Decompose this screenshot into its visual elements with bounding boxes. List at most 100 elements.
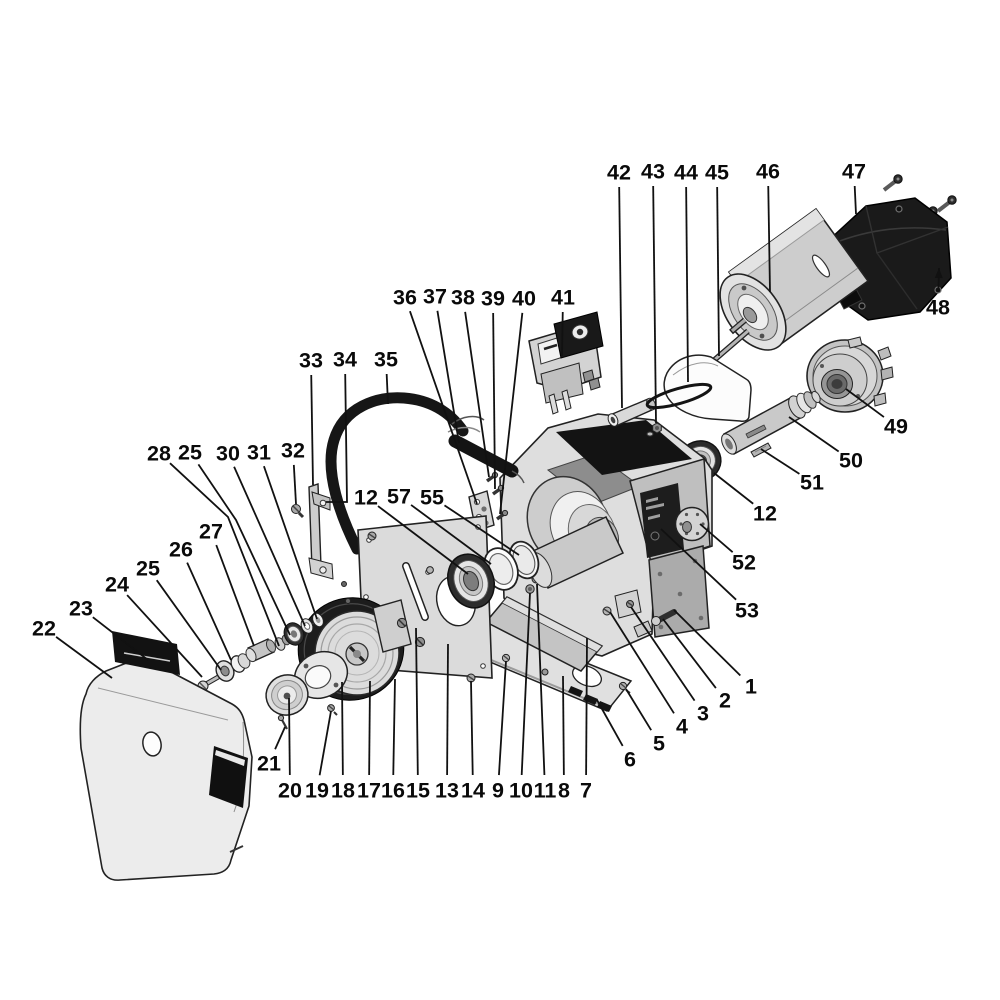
callout-number-33-13: 33: [299, 349, 323, 373]
leader-line-14: [470, 680, 474, 776]
leader-line-25: [197, 463, 291, 636]
callout-number-16-47: 16: [381, 779, 405, 803]
nut-43: [646, 422, 662, 437]
screw-icon: [541, 668, 549, 676]
callout-number-25-17: 25: [178, 441, 202, 465]
leader-line-30: [233, 466, 306, 627]
callout-number-50-31: 50: [839, 449, 863, 473]
callout-number-41-12: 41: [551, 286, 575, 310]
leader-line-18: [341, 681, 344, 776]
callout-number-47-5: 47: [842, 160, 866, 184]
callout-number-49-30: 49: [884, 415, 908, 439]
leader-line-31: [263, 465, 318, 620]
callout-number-7-55: 7: [580, 779, 592, 803]
callout-number-25-26: 25: [136, 557, 160, 581]
leader-line-12: [377, 505, 469, 575]
callout-number-32-20: 32: [281, 439, 305, 463]
leader-line-35: [385, 373, 389, 405]
callout-number-57-22: 57: [387, 485, 411, 509]
callout-number-48-6: 48: [926, 296, 950, 320]
rubber-foot: [597, 701, 612, 712]
leader-line-51: [760, 448, 800, 475]
arrowhead-icon: [934, 268, 943, 279]
callout-number-26-25: 26: [169, 538, 193, 562]
leader-line-55: [443, 504, 520, 556]
screw-14: [466, 673, 476, 683]
leader-line-47: [853, 185, 857, 215]
leader-line-22: [55, 636, 113, 679]
leader-line-36: [409, 310, 478, 505]
callout-number-39-10: 39: [481, 287, 505, 311]
callout-number-31-19: 31: [247, 441, 271, 465]
leader-line-21: [274, 726, 286, 750]
drive-belt: [645, 382, 713, 410]
cover-hole: [142, 731, 162, 757]
callout-number-24-27: 24: [105, 573, 129, 597]
leader-line-26: [186, 562, 232, 661]
callout-number-46-4: 46: [756, 160, 780, 184]
clutch-49: [806, 336, 894, 413]
callout-number-28-16: 28: [147, 442, 171, 466]
screw-icon: [936, 195, 957, 213]
leader-line-40: [499, 312, 524, 515]
callout-number-42-0: 42: [607, 161, 631, 185]
callout-number-53-35: 53: [735, 599, 759, 623]
nut-10: [525, 584, 535, 594]
leader-line-45: [716, 186, 720, 357]
leader-line-43: [652, 185, 657, 424]
leader-line-4: [609, 611, 675, 714]
side-cover-22: [79, 657, 253, 881]
screw-icon: [345, 598, 351, 604]
callout-number-36-7: 36: [393, 286, 417, 310]
leader-line-25: [155, 579, 222, 671]
callout-number-22-29: 22: [32, 617, 56, 641]
callout-number-40-11: 40: [512, 287, 536, 311]
cover-brand-label: [209, 746, 248, 808]
leader-line-1: [673, 609, 741, 677]
screw-21: [277, 714, 288, 730]
callout-number-6-41: 6: [624, 748, 636, 772]
callout-number-27-24: 27: [199, 520, 223, 544]
leader-line-42: [618, 186, 623, 409]
leader-line-44: [685, 186, 689, 383]
screw-9: [501, 653, 511, 663]
spacer-27: [245, 638, 277, 663]
callout-number-18-45: 18: [331, 779, 355, 803]
adhesive-label-23: [112, 631, 180, 675]
leader-line-28: [169, 462, 280, 647]
rubber-foot: [568, 686, 583, 697]
hub-flange-18: [293, 650, 349, 700]
bolt-24: [197, 673, 222, 692]
pin-2: [651, 609, 677, 626]
screw-icon: [426, 566, 434, 574]
callout-number-3-38: 3: [697, 702, 709, 726]
callout-number-12-21: 12: [354, 486, 378, 510]
leader-line-46: [767, 185, 771, 293]
callout-number-55-23: 55: [420, 486, 444, 510]
callout-number-43-1: 43: [641, 160, 665, 184]
leader-line-49: [845, 388, 885, 418]
leader-line-34: [326, 373, 348, 503]
callout-number-5-40: 5: [653, 732, 665, 756]
top-panel: [556, 420, 692, 475]
leader-line-2: [662, 618, 717, 689]
leader-line-27: [215, 544, 255, 647]
callout-number-12-33: 12: [753, 502, 777, 526]
screw-40: [495, 509, 509, 521]
leader-line-52: [699, 523, 734, 553]
callout-number-23-28: 23: [69, 597, 93, 621]
cable-clamp-34: [311, 491, 331, 511]
leader-line-41: [561, 311, 564, 357]
rocker-switch-41: [528, 311, 604, 415]
callout-number-35-15: 35: [374, 348, 398, 372]
callout-number-44-2: 44: [674, 161, 698, 185]
leader-line-3: [630, 606, 696, 702]
callout-number-1-36: 1: [745, 675, 757, 699]
leader-line-24: [126, 594, 203, 678]
bearing-25a: [283, 622, 305, 646]
leader-line-7: [585, 637, 588, 776]
screw-19: [327, 704, 338, 716]
leader-line-10: [520, 592, 531, 776]
vent-slot: [811, 254, 831, 278]
